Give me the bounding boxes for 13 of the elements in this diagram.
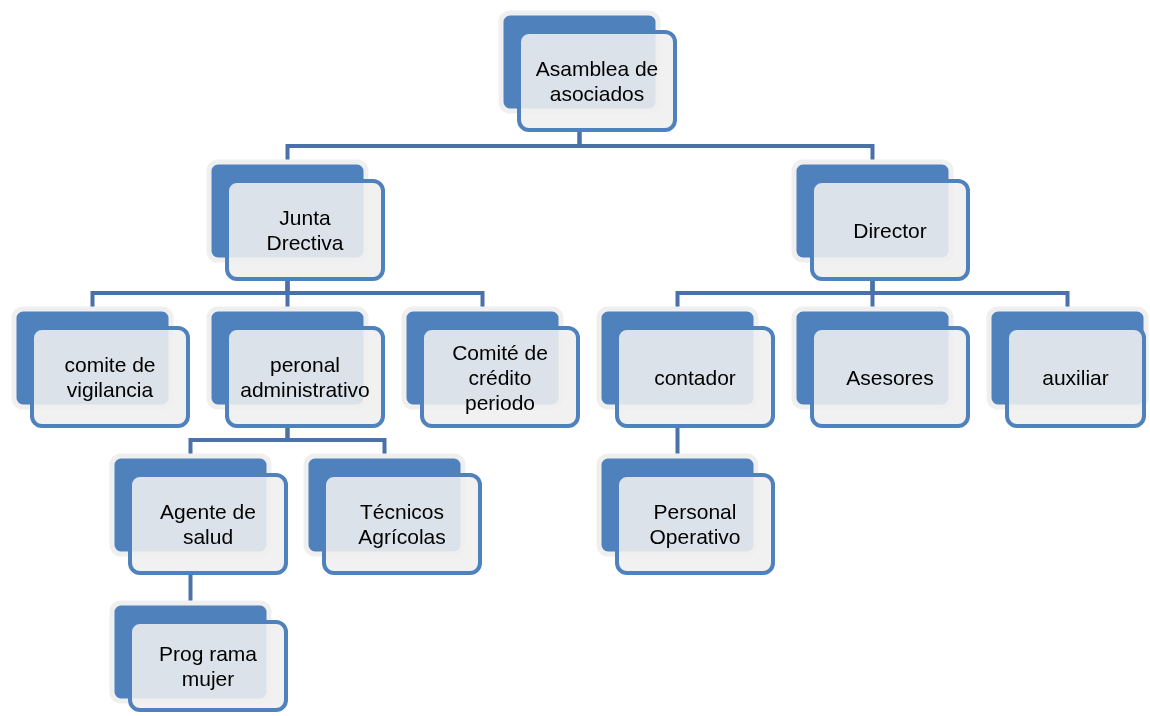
box-label: auxiliar (1041, 364, 1110, 391)
box-label: Asesores (845, 364, 935, 391)
box-label: Asamblea de asociados (534, 56, 660, 107)
box-label: peronal administrativo (239, 352, 371, 403)
box-label: Director (852, 217, 928, 244)
box-label: Comité de crédito periodo (451, 339, 549, 416)
box-label: Técnicos Agrícolas (357, 499, 447, 550)
box-label: contador (653, 364, 737, 391)
box-label: Personal Operativo (648, 499, 742, 550)
box-label: Junta Drectiva (265, 205, 345, 256)
box-label: comite de vigilancia (63, 352, 157, 403)
box-label: Agente de salud (159, 499, 257, 550)
box-label: Prog rama mujer (157, 641, 258, 692)
